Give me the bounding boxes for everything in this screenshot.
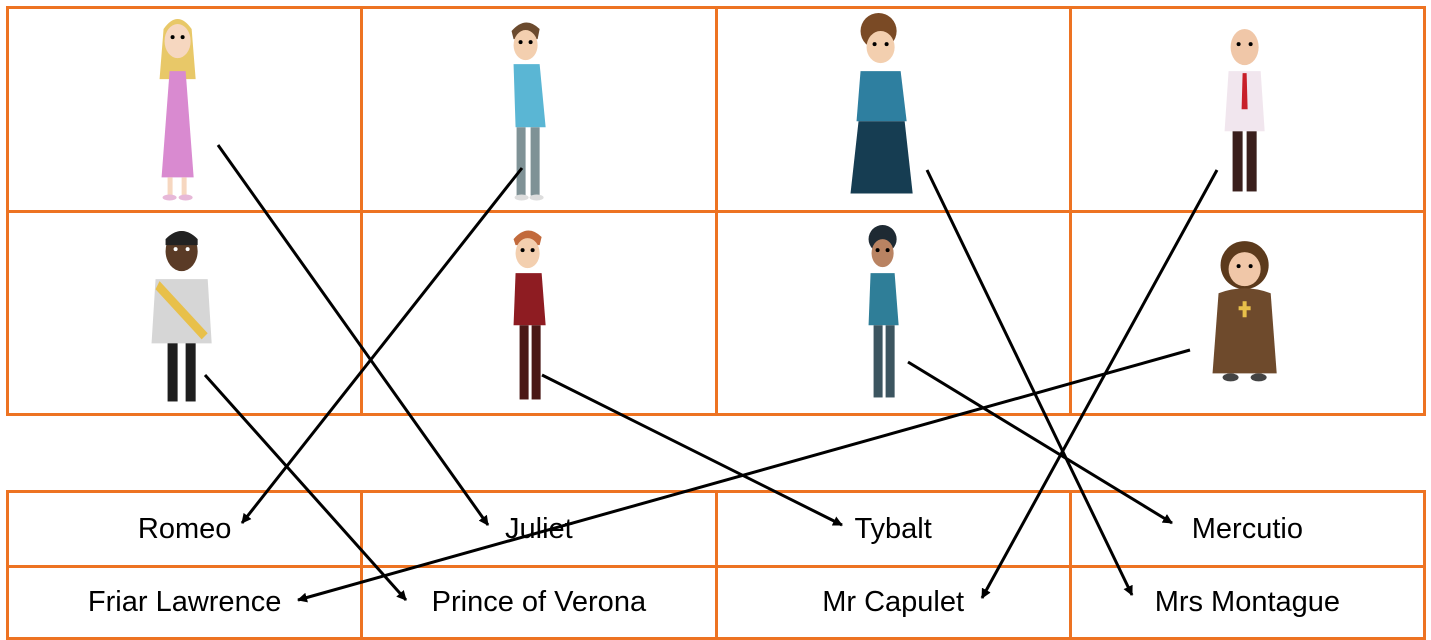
- name-label-prince-of-verona: Prince of Verona: [363, 568, 715, 637]
- picture-cell-2: [363, 9, 715, 210]
- bald-man-red-tie-figure-icon: [1224, 29, 1265, 192]
- picture-cell-1: [9, 9, 361, 210]
- character-name-grid: Romeo Juliet Tybalt Mercutio Friar Lawre…: [6, 490, 1426, 640]
- character-picture-grid: [6, 6, 1426, 416]
- boy-blue-shirt-figure-icon: [511, 22, 546, 201]
- curly-hair-boy-figure-icon: [868, 224, 899, 397]
- picture-cell-5: [9, 212, 361, 413]
- name-label-juliet: Juliet: [363, 493, 715, 565]
- picture-cell-8: [1071, 212, 1423, 413]
- name-label-friar-lawrence: Friar Lawrence: [9, 568, 361, 637]
- picture-cell-3: [717, 9, 1069, 210]
- friar-robe-figure-icon: [1212, 240, 1277, 381]
- picture-cell-6: [363, 212, 715, 413]
- woman-dark-skirt-figure-icon: [850, 13, 913, 194]
- name-label-mercutio: Mercutio: [1071, 493, 1423, 565]
- picture-cell-4: [1071, 9, 1423, 210]
- name-label-mrs-montague: Mrs Montague: [1071, 568, 1423, 637]
- name-label-tybalt: Tybalt: [717, 493, 1069, 565]
- redhead-boy-figure-icon: [513, 230, 546, 399]
- name-label-mr-capulet: Mr Capulet: [717, 568, 1069, 637]
- girl-pink-dress-figure-icon: [159, 19, 196, 201]
- prince-sash-figure-icon: [151, 230, 212, 401]
- name-label-romeo: Romeo: [9, 493, 361, 565]
- picture-cell-7: [717, 212, 1069, 413]
